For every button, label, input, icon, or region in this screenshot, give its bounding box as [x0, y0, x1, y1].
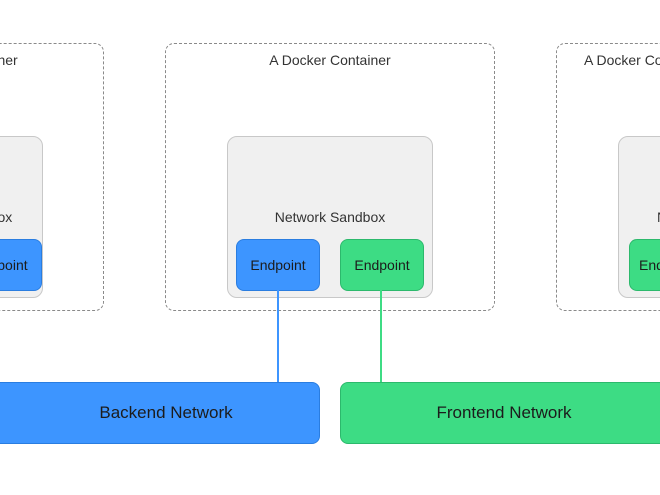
- frontend-network-label: Frontend Network: [436, 403, 572, 422]
- container-right: A Docker Container Network Sandbox Endpo…: [556, 43, 660, 311]
- sandbox-right: Network Sandbox Endpoint: [618, 136, 660, 298]
- container-right-title: A Docker Container: [584, 52, 660, 68]
- backend-link-line: [277, 290, 279, 382]
- container-center: A Docker Container Network Sandbox Endpo…: [165, 43, 495, 311]
- endpoint-center-frontend: Endpoint: [340, 239, 424, 291]
- sandbox-center: Network Sandbox Endpoint Endpoint: [227, 136, 433, 298]
- frontend-link-line: [380, 290, 382, 382]
- endpoint-left-blue: Endpoint: [0, 239, 42, 291]
- endpoint-center-backend-label: Endpoint: [250, 257, 306, 273]
- container-left-title: A Docker Container: [0, 52, 18, 68]
- endpoint-center-backend: Endpoint: [236, 239, 320, 291]
- sandbox-right-title: Network Sandbox: [555, 209, 660, 225]
- endpoint-center-frontend-label: Endpoint: [354, 257, 410, 273]
- endpoint-right-green-label: Endpoint: [639, 257, 660, 273]
- sandbox-left: Network Sandbox Endpoint: [0, 136, 43, 298]
- container-left: A Docker Container Network Sandbox Endpo…: [0, 43, 104, 311]
- frontend-network: Frontend Network: [340, 382, 660, 444]
- sandbox-center-title: Network Sandbox: [274, 209, 386, 225]
- sandbox-left-title: Network Sandbox: [0, 209, 13, 225]
- container-center-title: A Docker Container: [269, 52, 391, 68]
- backend-network: Backend Network: [0, 382, 320, 444]
- endpoint-right-green: Endpoint: [629, 239, 660, 291]
- backend-network-label: Backend Network: [99, 403, 233, 422]
- endpoint-left-blue-label: Endpoint: [0, 257, 28, 273]
